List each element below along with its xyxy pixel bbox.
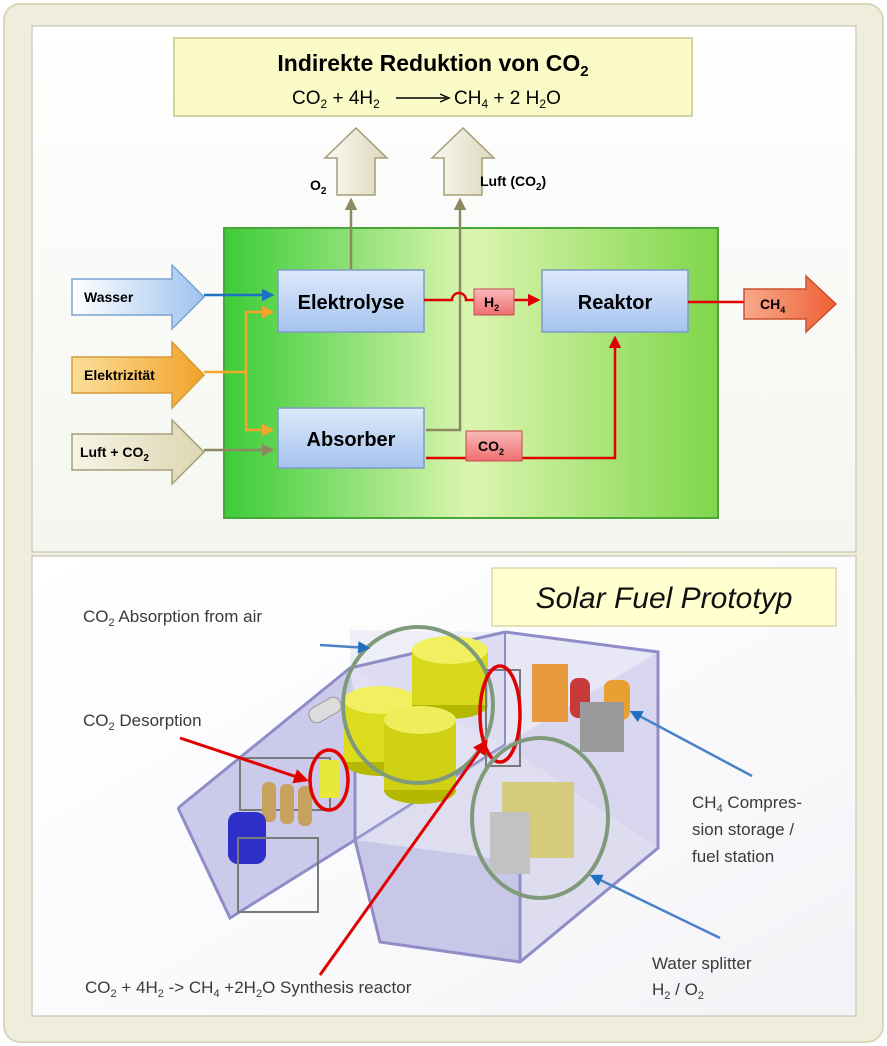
electrolysis-label: Elektrolyse <box>298 292 405 314</box>
electricity-to-electrolysis-line <box>204 305 275 374</box>
water-splitter-label-line2: H2 / O2 <box>652 980 704 1002</box>
desorption-label: CO2 Desorption <box>83 711 202 733</box>
right-module-frame <box>353 630 660 964</box>
synthesis-pointer <box>318 739 488 976</box>
compression-label-line2: sion storage / <box>692 820 794 839</box>
water-input-arrow <box>71 263 206 331</box>
reaction-equation-left: CO2 + 4H2 <box>292 88 380 111</box>
o2-label: O2 <box>310 177 327 197</box>
co2-intermediate-box <box>465 430 523 462</box>
absorption-highlight <box>341 625 495 785</box>
air-co2-input-label: Luft + CO2 <box>80 444 149 464</box>
absorption-label: CO2 Absorption from air <box>83 607 262 629</box>
water-splitter-highlight <box>470 736 610 900</box>
ch4-output-label: CH4 <box>760 296 785 315</box>
desorption-highlight <box>308 748 350 812</box>
reaction-equation-right: CH4 + 2 H2O <box>454 88 561 111</box>
h2-label: H2 <box>484 294 499 313</box>
electricity-label: Elektrizität <box>84 367 155 383</box>
air-output-arrow <box>430 126 496 196</box>
water-splitter-base <box>490 812 530 874</box>
h2-flow-line <box>424 291 541 307</box>
air-co2-output-label: Luft (CO2) <box>480 173 546 193</box>
desorption-tank-2 <box>280 784 294 824</box>
water-splitter-pointer <box>589 874 721 940</box>
synthesis-label: CO2 + 4H2 -> CH4 +2H2O Synthesis reactor <box>85 978 412 1000</box>
process-diagram: Indirekte Reduktion von CO2 CO2 + 4H2 CH… <box>71 37 838 519</box>
cylinder-top-1 <box>344 686 416 714</box>
synthesis-highlight <box>478 664 522 764</box>
ch4-output-arrow <box>743 274 838 334</box>
desorption-unit <box>320 760 340 798</box>
compression-pointer <box>629 710 753 778</box>
diagram-title: Indirekte Reduktion von CO2 <box>277 50 588 80</box>
absorber-label: Absorber <box>307 429 396 451</box>
pipe-cylinder <box>308 696 342 724</box>
reactor-label: Reaktor <box>578 292 653 314</box>
compression-label-line1: CH4 Compres- <box>692 793 802 815</box>
desorption-pointer <box>179 736 309 784</box>
cylinder-top-2 <box>412 636 488 664</box>
lower-rack <box>237 837 319 913</box>
banner-title: Solar Fuel Prototyp <box>536 582 793 615</box>
electricity-input-arrow <box>71 340 206 410</box>
compression-label-line3: fuel station <box>692 847 774 866</box>
water-label: Wasser <box>84 289 134 305</box>
banner-box <box>491 567 837 627</box>
compression-unit-1 <box>532 664 568 722</box>
electricity-to-absorber-line <box>244 372 275 437</box>
prototype-illustration: Solar Fuel Prototyp <box>83 567 837 1002</box>
air-co2-input-arrow <box>71 418 206 486</box>
desorption-tank-1 <box>262 782 276 822</box>
o2-output-arrow <box>323 126 389 196</box>
storage-unit <box>580 702 624 752</box>
title-box <box>173 37 693 117</box>
cylinder-top-3 <box>384 706 456 734</box>
absorber-box <box>277 407 425 469</box>
water-splitter-label-line1: Water splitter <box>652 954 752 973</box>
electrolysis-box <box>277 269 425 333</box>
h2-box <box>473 288 515 316</box>
reaction-arrow-head <box>439 93 451 103</box>
reactor-box <box>541 269 689 333</box>
co2-intermediate-label: CO2 <box>478 438 504 457</box>
absorption-pointer <box>319 641 371 654</box>
absorber-to-air-line <box>426 197 467 432</box>
desorption-tank-3 <box>298 786 312 826</box>
